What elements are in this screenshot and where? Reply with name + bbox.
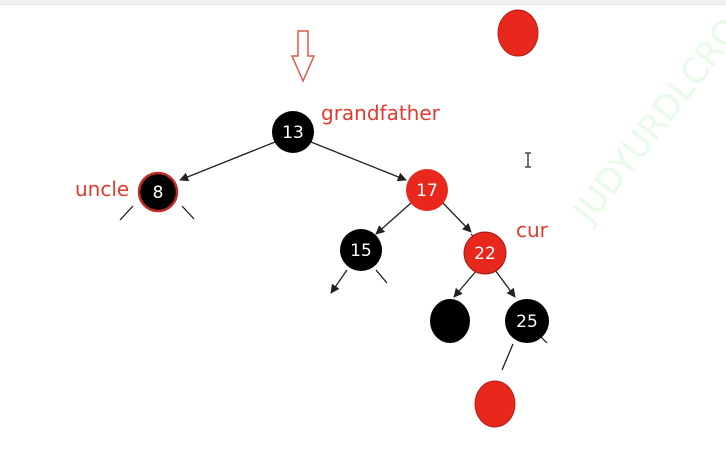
edge-15-down xyxy=(330,269,348,294)
node-13: 13 xyxy=(272,111,314,153)
svg-text:15: 15 xyxy=(350,241,372,261)
stub-8-left xyxy=(119,205,134,221)
svg-text:8: 8 xyxy=(153,183,164,203)
label-uncle: uncle xyxy=(75,177,129,201)
stub-8-right xyxy=(181,205,195,220)
node-15: 15 xyxy=(340,229,382,271)
svg-text:13: 13 xyxy=(282,123,304,143)
svg-text:22: 22 xyxy=(474,244,496,264)
node-leaf-black xyxy=(430,299,470,343)
edge-22-leaf xyxy=(453,269,478,298)
edge-22-25 xyxy=(494,269,516,298)
node-new-bottom xyxy=(474,380,516,428)
node-17: 17 xyxy=(406,169,448,211)
svg-text:25: 25 xyxy=(516,312,538,332)
node-25: 25 xyxy=(505,299,549,343)
svg-text:17: 17 xyxy=(416,181,438,201)
stub-25-left xyxy=(501,343,514,371)
window-top-bar xyxy=(0,0,726,5)
label-cur: cur xyxy=(516,218,549,242)
node-8: 8 xyxy=(137,171,179,213)
edge-13-17 xyxy=(310,141,407,182)
text-cursor-icon xyxy=(525,152,531,168)
node-new-top xyxy=(497,9,539,57)
insert-pointer-arrow-icon xyxy=(290,30,316,83)
edge-17-15 xyxy=(375,202,412,235)
label-grandfather: grandfather xyxy=(321,101,441,125)
edge-17-22 xyxy=(442,202,472,233)
stub-15-right xyxy=(375,269,388,284)
watermark-text: JUDYURDLCRO xyxy=(564,11,726,232)
node-22: 22 xyxy=(463,231,507,275)
edge-13-8 xyxy=(179,141,276,182)
